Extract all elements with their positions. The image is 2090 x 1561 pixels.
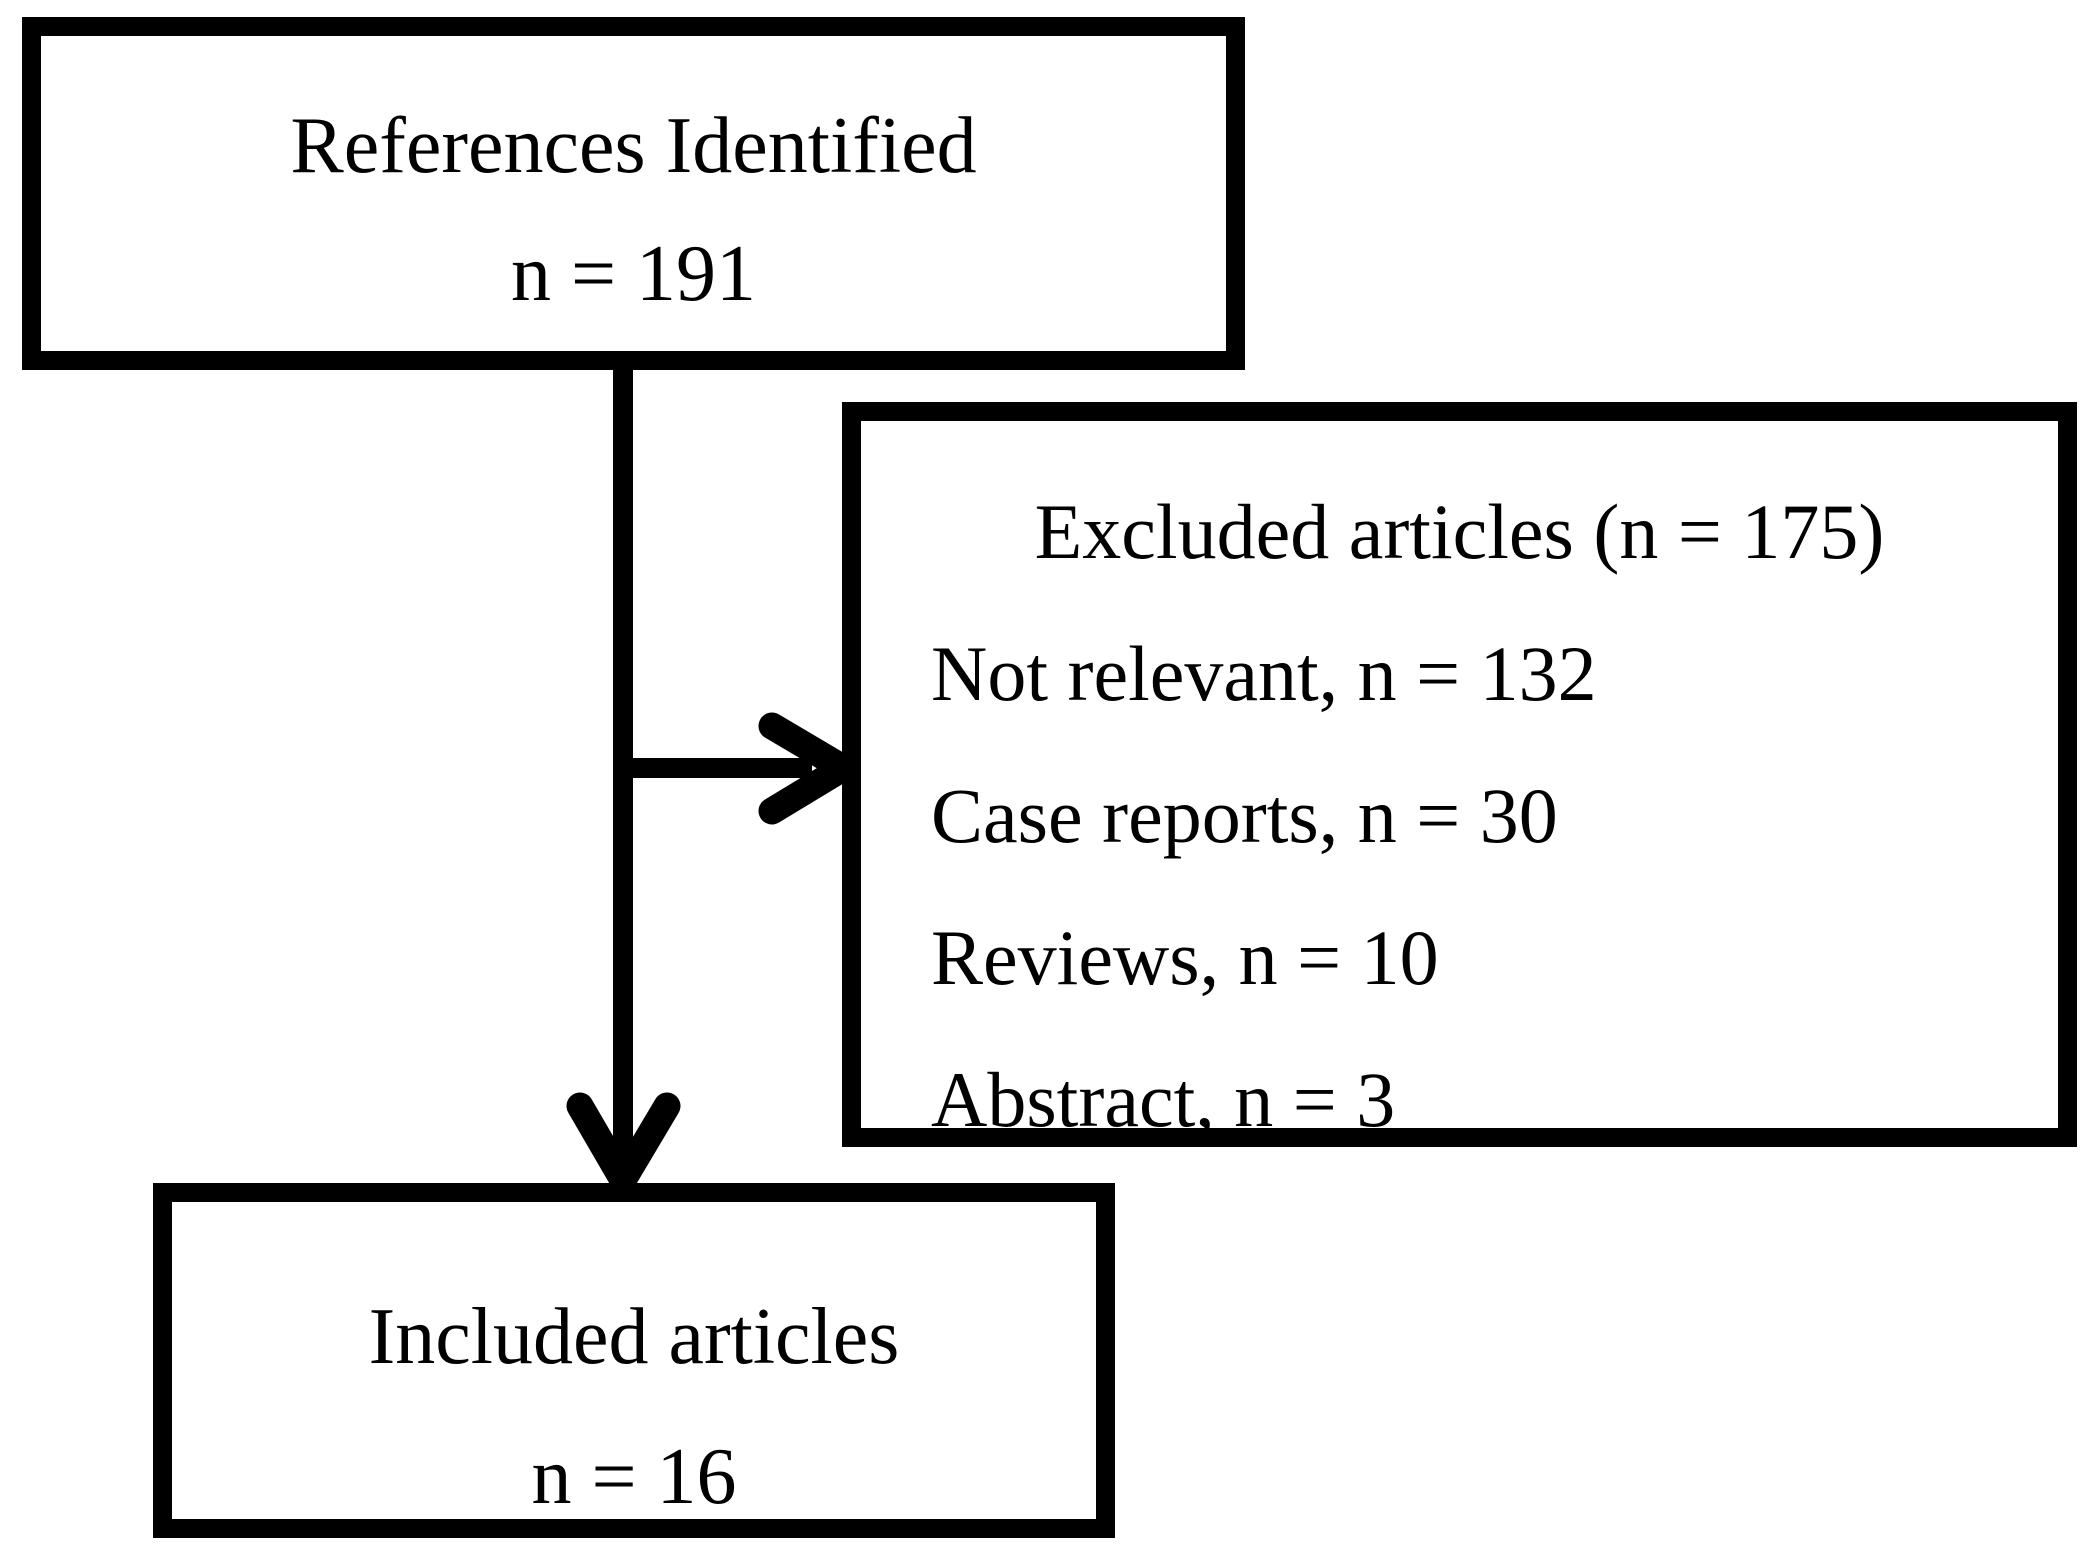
excluded-item-abstract: Abstract, n = 3 [931,1056,1396,1143]
references-identified-box: References Identified n = 191 [22,17,1245,370]
excluded-articles-box: Excluded articles (n = 175) Not relevant… [842,402,2077,1147]
included-box-count: n = 16 [531,1433,737,1521]
excluded-item-reviews: Reviews, n = 10 [931,914,1439,1001]
references-box-title: References Identified [290,102,977,190]
excluded-item-case-reports: Case reports, n = 30 [931,772,1558,859]
references-box-count: n = 191 [510,230,757,318]
included-articles-box: Included articles n = 16 [153,1183,1115,1538]
flow-arrow-right [630,712,870,825]
flow-arrow-down [566,368,681,1207]
excluded-item-not-relevant: Not relevant, n = 132 [931,630,1597,717]
excluded-box-title: Excluded articles (n = 175) [1034,488,1885,575]
included-box-title: Included articles [368,1293,900,1381]
